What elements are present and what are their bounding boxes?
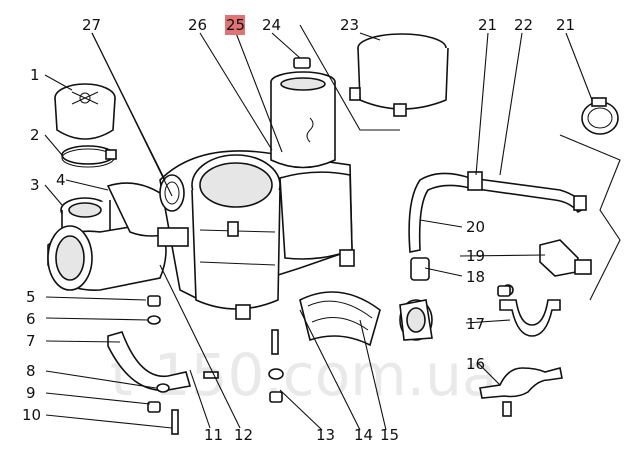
- callout-8: 8: [26, 362, 36, 380]
- callout-6: 6: [26, 310, 36, 328]
- callout-4: 4: [56, 171, 66, 189]
- callout-24: 24: [262, 16, 281, 34]
- callout-5: 5: [26, 288, 36, 306]
- callout-14: 14: [354, 426, 373, 444]
- callout-7: 7: [26, 332, 36, 350]
- part-23-cover: [349, 33, 449, 117]
- callout-13: 13: [316, 426, 335, 444]
- callout-18: 18: [466, 268, 485, 286]
- callout-10: 10: [22, 406, 41, 424]
- part-7-bracket: [107, 331, 192, 392]
- part-24-nut: [293, 57, 311, 69]
- callout-15: 15: [380, 426, 399, 444]
- callout-9: 9: [26, 384, 36, 402]
- callout-25: 25: [226, 16, 245, 34]
- part-3-inlet-pipe: [47, 182, 177, 291]
- part-18-sleeve: [410, 257, 430, 281]
- dash-path-right: [559, 134, 621, 301]
- highlight-marker-25: [225, 15, 245, 35]
- callout-16: 16: [466, 355, 485, 373]
- callout-20: 20: [466, 218, 485, 236]
- callout-2: 2: [30, 126, 40, 144]
- air-cleaner-housing: [157, 150, 355, 320]
- callout-labels: 27 26 25 24 23 21 22 21 1 2 3 4 5 6 7 8 …: [22, 15, 575, 444]
- callout-12: 12: [234, 426, 253, 444]
- part-19-sensor: [539, 239, 592, 277]
- leader-lines: [44, 24, 593, 431]
- part-14-hose: [299, 291, 381, 347]
- callout-11: 11: [204, 426, 223, 444]
- part-15-hose-sleeve: [399, 299, 433, 341]
- part-1-precleaner-cap: [54, 83, 116, 140]
- callout-21-left: 21: [478, 16, 497, 34]
- part-16-bracket: [479, 367, 563, 417]
- callout-26: 26: [188, 16, 207, 34]
- callout-19: 19: [466, 247, 485, 265]
- callout-21-right: 21: [556, 16, 575, 34]
- callout-22: 22: [514, 16, 533, 34]
- fasteners-left: [147, 285, 511, 435]
- callout-17: 17: [466, 315, 485, 333]
- part-26-filter-element: [270, 71, 336, 169]
- part-2-clamp: [61, 145, 117, 168]
- callout-27: 27: [82, 16, 101, 34]
- part-27-clamp: [159, 174, 185, 212]
- part-22-pipe: [408, 171, 587, 253]
- watermark-text: t-150.com.ua: [110, 341, 497, 409]
- callout-3: 3: [30, 176, 40, 194]
- part-21-clamp: [581, 97, 619, 135]
- callout-23: 23: [340, 16, 359, 34]
- callout-1: 1: [30, 66, 40, 84]
